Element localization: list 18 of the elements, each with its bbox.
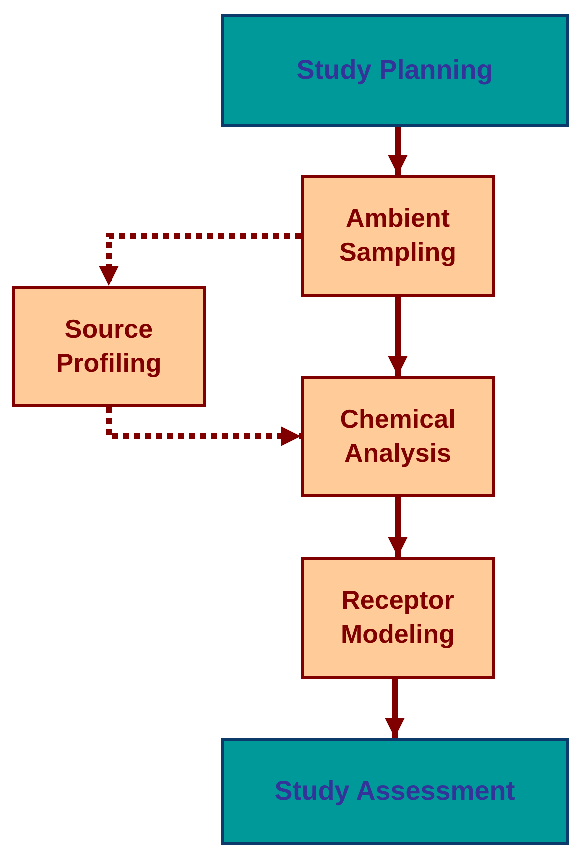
arrow bbox=[388, 297, 408, 376]
box-label: Ambient Sampling bbox=[338, 202, 458, 269]
process-box bbox=[301, 175, 495, 297]
process-box bbox=[301, 376, 495, 497]
box-label: Receptor Modeling bbox=[340, 584, 456, 651]
process-box bbox=[12, 286, 206, 407]
arrow bbox=[388, 127, 408, 175]
stage-box bbox=[221, 738, 569, 845]
stage-box bbox=[221, 14, 569, 127]
box-label: Chemical Analysis bbox=[339, 402, 457, 470]
dashed-arrow bbox=[99, 233, 301, 286]
arrow bbox=[385, 679, 405, 738]
process-box bbox=[301, 557, 495, 679]
box-label: Study Planning bbox=[296, 55, 494, 86]
box-label: Study Assessment bbox=[274, 776, 516, 807]
arrow bbox=[388, 497, 408, 557]
dashed-arrow bbox=[106, 407, 301, 446]
box-label: Source Profiling bbox=[55, 312, 163, 380]
